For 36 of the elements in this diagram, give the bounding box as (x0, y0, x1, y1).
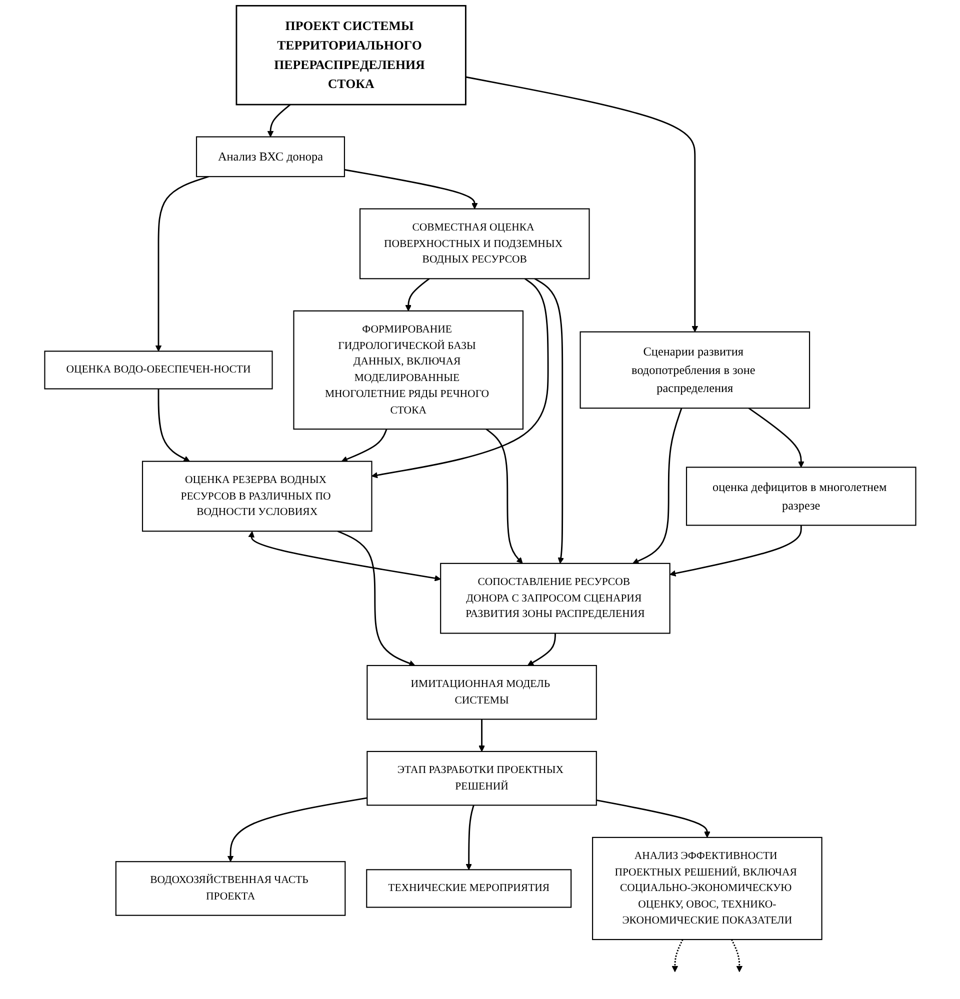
arrow (371, 278, 549, 478)
arrow (337, 530, 416, 666)
arrow (158, 388, 190, 462)
arrow (748, 408, 804, 468)
node-box: ТЕХНИЧЕСКИЕ МЕРОПРИЯТИЯ (366, 869, 572, 908)
arrow (596, 800, 710, 838)
node-box: ОЦЕНКА ВОДО-ОБЕСПЕЧЕН-НОСТИ (44, 350, 273, 390)
node-box: Анализ ВХС донора (196, 136, 345, 178)
node-box: ПРОЕКТ СИСТЕМЫ ТЕРРИТОРИАЛЬНОГО ПЕРЕРАСПРЕДЕЛЕНИЯ СТОКА (236, 5, 466, 106)
node-box: ИМИТАЦИОННАЯ МОДЕЛЬ СИСТЕМЫ (366, 664, 597, 720)
arrow (465, 76, 698, 332)
node-box: ВОДОХОЗЯЙСТВЕННАЯ ЧАСТЬ ПРОЕКТА (115, 861, 346, 916)
arrow (465, 805, 474, 870)
arrow (267, 104, 290, 138)
arrow (730, 939, 742, 972)
arrow (534, 278, 564, 564)
arrow (669, 525, 802, 576)
node-box: ФОРМИРОВАНИЕ ГИДРОЛОГИЧЕСКОЙ БАЗЫ ДАННЫХ, ВКЛЮЧАЯ МОДЕЛИРОВАННЫЕ МНОГОЛЕТНИЕ РЯДЫ РЕЧНОГО СТОКА (292, 310, 524, 430)
node-box: АНАЛИЗ ЭФФЕКТИВНОСТИ ПРОЕКТНЫХ РЕШЕНИЙ, ВКЛЮЧАЯ СОЦИАЛЬНО-ЭКОНОМИЧЕСКУЮ ОЦЕНКУ, ОВОС, ТЕХНИКО-ЭКОНОМИЧЕСКИЕ ПОКАЗАТЕЛИ (592, 836, 822, 940)
arrow (478, 719, 485, 752)
arrow (632, 408, 682, 564)
arrow (527, 633, 556, 666)
arrow (155, 176, 209, 352)
node-box: СОВМЕСТНАЯ ОЦЕНКА ПОВЕРХНОСТНЫХ И ПОДЗЕМНЫХ ВОДНЫХ РЕСУРСОВ (359, 208, 590, 280)
node-box: ОЦЕНКА РЕЗЕРВА ВОДНЫХ РЕСУРСОВ В РАЗЛИЧНЫХ ПО ВОДНОСТИ УСЛОВИЯХ (142, 460, 372, 532)
node-box: оценка дефицитов в многолетнем разрезе (686, 466, 916, 526)
arrow (344, 169, 478, 210)
arrow (248, 531, 441, 582)
node-box: СОПОСТАВЛЕНИЕ РЕСУРСОВ ДОНОРА С ЗАПРОСОМ СЦЕНАРИЯ РАЗВИТИЯ ЗОНЫ РАСПРЕДЕЛЕНИЯ (440, 562, 670, 634)
node-box: Сценарии развития водопотребления в зоне распределения (580, 331, 810, 409)
arrow (227, 797, 368, 862)
arrow (672, 939, 684, 972)
arrow (486, 428, 523, 564)
node-box: ЭТАП РАЗРАБОТКИ ПРОЕКТНЫХ РЕШЕНИЙ (366, 750, 597, 806)
arrow (404, 278, 430, 312)
arrow (341, 428, 388, 462)
